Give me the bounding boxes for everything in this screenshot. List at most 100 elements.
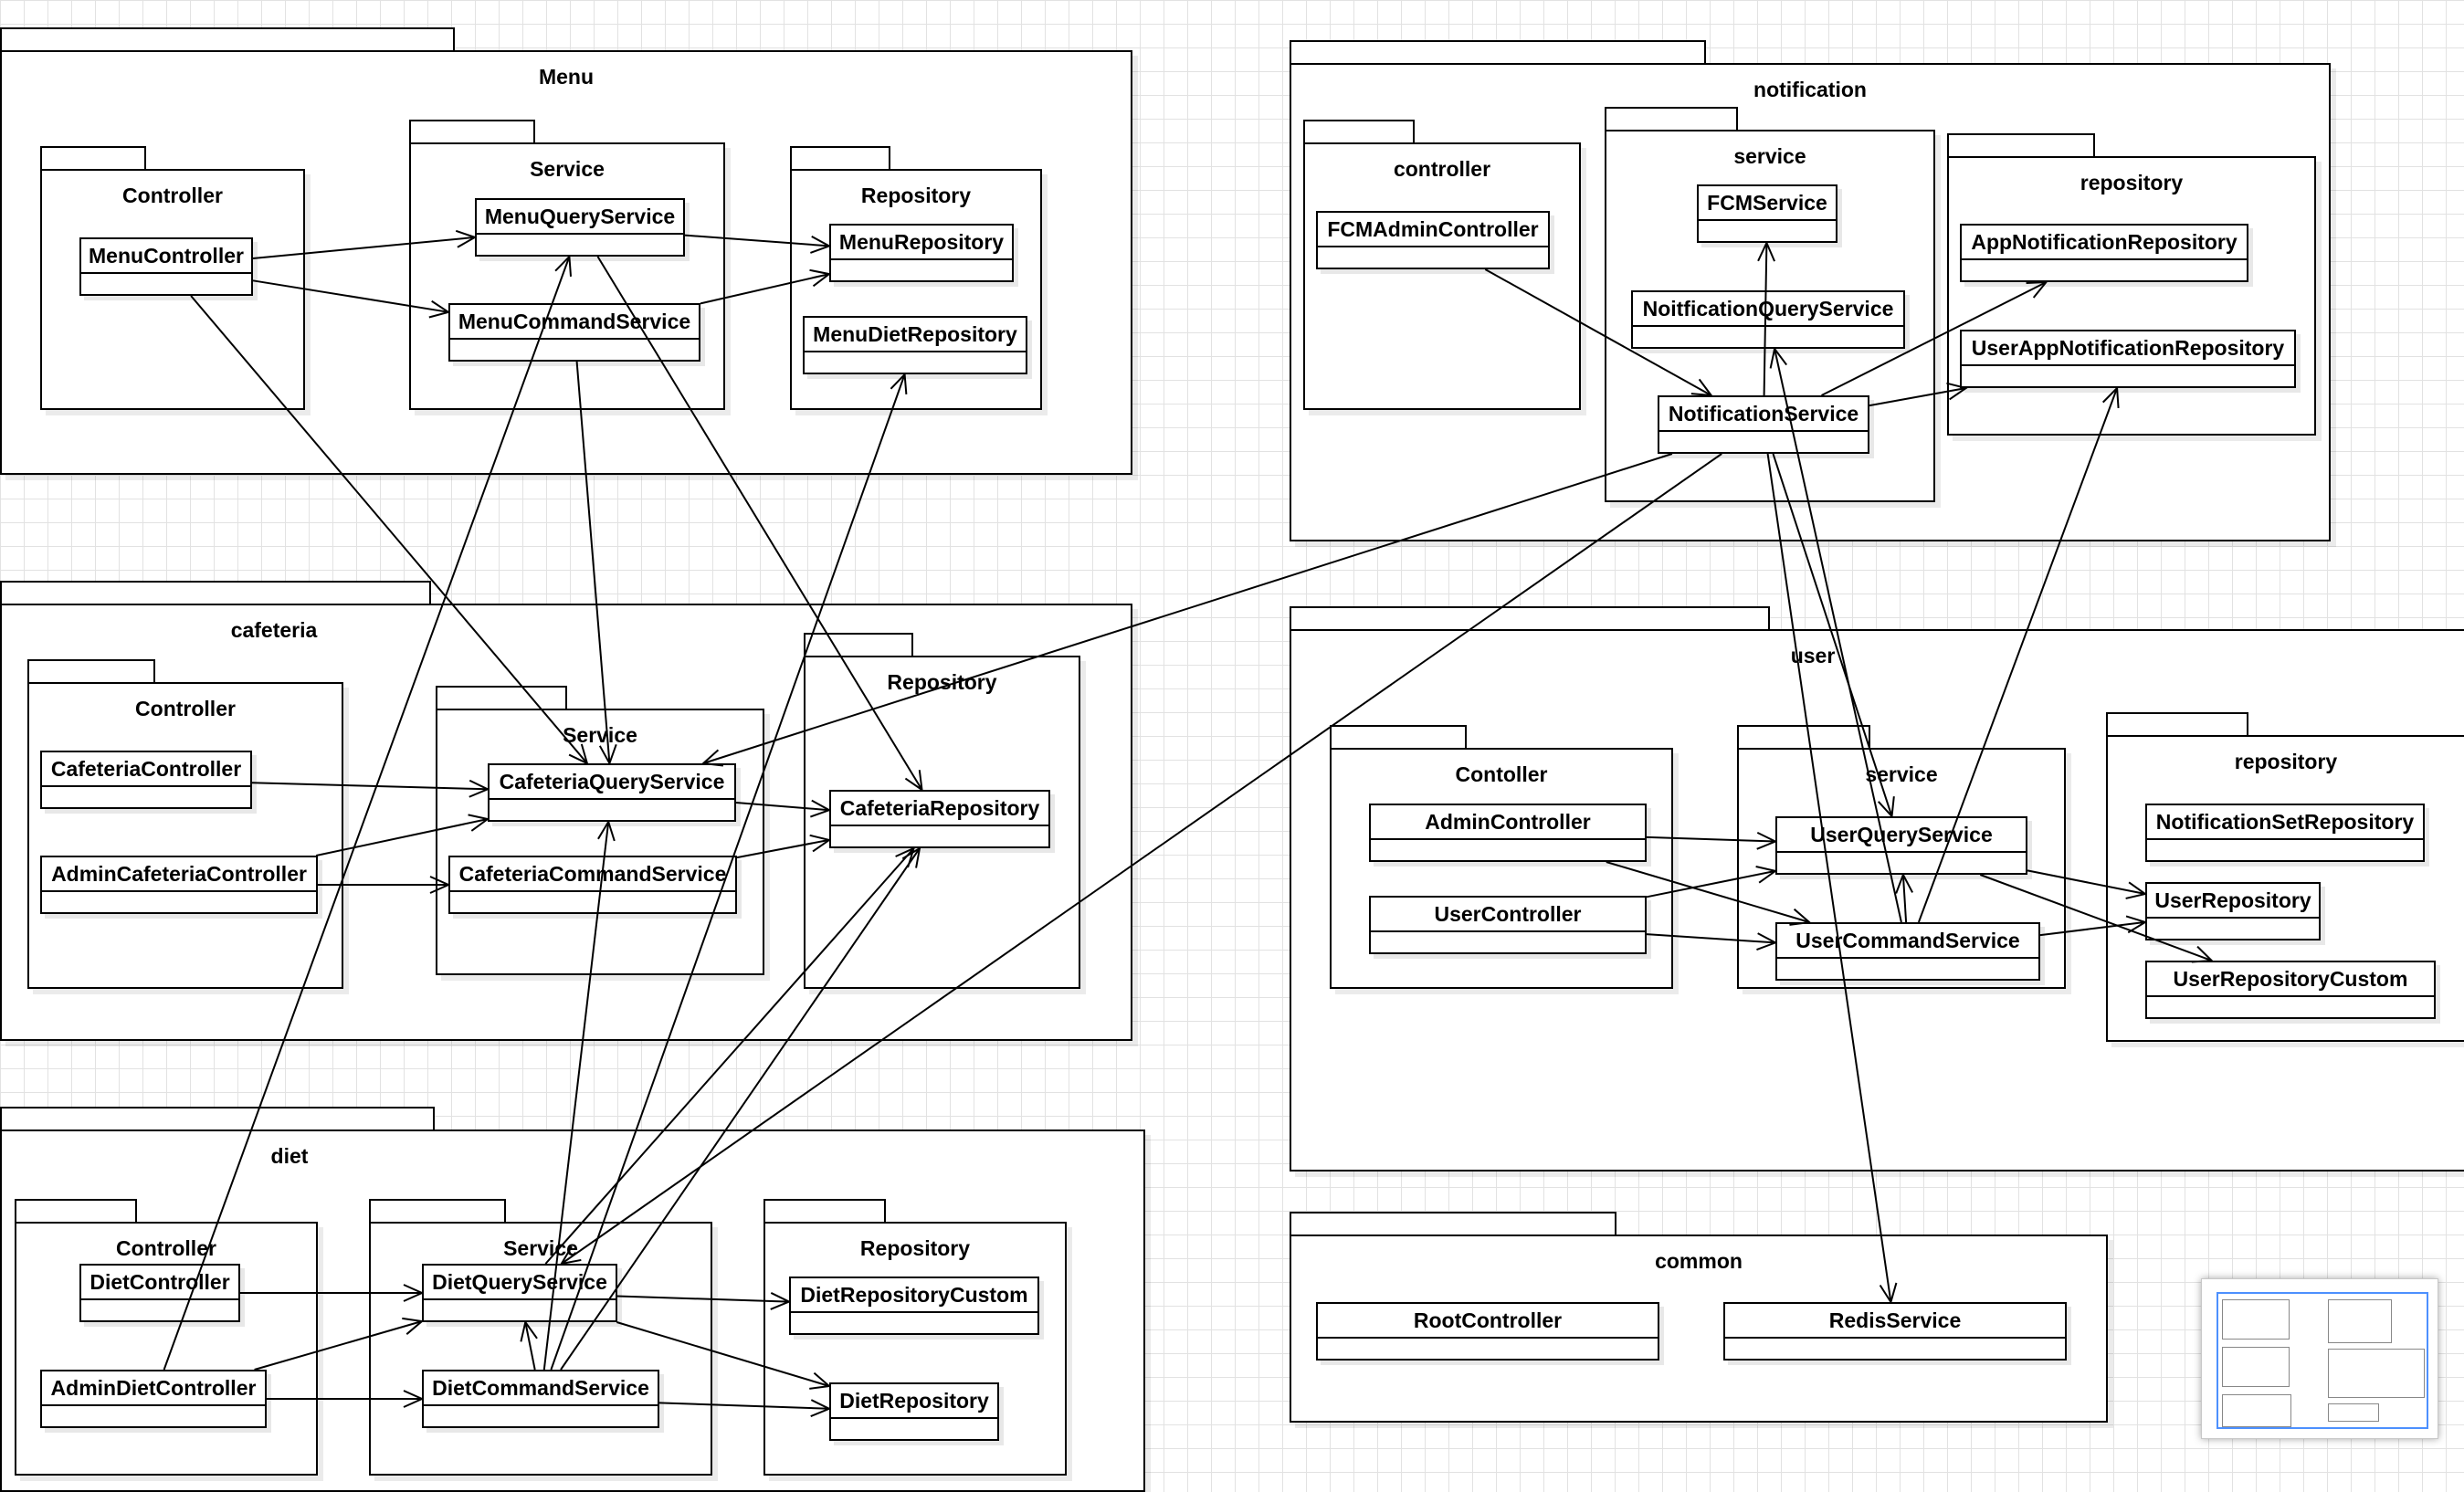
package-title: Controller bbox=[135, 697, 236, 720]
dependency-arrow-0[interactable] bbox=[252, 237, 475, 259]
dependency-arrow-28[interactable] bbox=[1821, 282, 2047, 396]
package-tab bbox=[1330, 725, 1467, 751]
package-tab bbox=[27, 659, 155, 685]
package-tab bbox=[790, 146, 890, 172]
class-admin-cafeteria-controller[interactable]: AdminCafeteriaController bbox=[40, 856, 318, 914]
package-title: Repository bbox=[860, 184, 972, 207]
dependency-arrow-22[interactable] bbox=[560, 848, 920, 1371]
class-menu-query-service[interactable]: MenuQueryService bbox=[475, 198, 685, 257]
class-diet-query-service[interactable]: DietQueryService bbox=[422, 1264, 617, 1322]
class-user-query-service[interactable]: UserQueryService bbox=[1775, 816, 2027, 875]
dependency-arrow-25[interactable] bbox=[703, 453, 1673, 763]
class-diet-repository[interactable]: DietRepository bbox=[829, 1382, 999, 1441]
dependency-arrow-1[interactable] bbox=[252, 279, 448, 312]
package-tab bbox=[436, 686, 567, 711]
minimap-viewport[interactable] bbox=[2217, 1292, 2428, 1429]
package-tab bbox=[0, 1107, 435, 1132]
dependency-arrow-33[interactable] bbox=[1903, 875, 1906, 923]
class-noitfication-query-service[interactable]: NoitficationQueryService bbox=[1631, 290, 1905, 349]
package-tab bbox=[0, 581, 431, 606]
dependency-arrow-3[interactable] bbox=[684, 234, 829, 247]
class-diet-command-service[interactable]: DietCommandService bbox=[422, 1370, 659, 1428]
package-tab bbox=[15, 1199, 137, 1224]
package-body: Service bbox=[436, 709, 764, 975]
class-diet-repository-custom[interactable]: DietRepositoryCustom bbox=[789, 1277, 1039, 1335]
class-notification-set-repository[interactable]: NotificationSetRepository bbox=[2145, 804, 2425, 862]
package-title: controller bbox=[1393, 157, 1491, 181]
dependency-arrow-11[interactable] bbox=[736, 840, 829, 859]
package-title: service bbox=[1865, 762, 1938, 786]
package-tab bbox=[1290, 606, 1770, 632]
dependency-arrow-21[interactable] bbox=[542, 822, 608, 1371]
class-admin-diet-controller[interactable]: AdminDietController bbox=[40, 1370, 267, 1428]
class-menu-diet-repository[interactable]: MenuDietRepository bbox=[803, 316, 1027, 374]
class-menu-repository[interactable]: MenuRepository bbox=[829, 224, 1014, 282]
class-fcm-admin-controller[interactable]: FCMAdminController bbox=[1316, 211, 1550, 269]
class-root-controller[interactable]: RootController bbox=[1316, 1302, 1659, 1361]
dependency-arrow-31[interactable] bbox=[1766, 453, 1891, 1302]
class-user-command-service[interactable]: UserCommandService bbox=[1775, 922, 2040, 981]
class-user-controller[interactable]: UserController bbox=[1369, 896, 1647, 954]
class-cafeteria-query-service[interactable]: CafeteriaQueryService bbox=[488, 763, 736, 822]
package-tab bbox=[1947, 133, 2095, 159]
class-redis-service[interactable]: RedisService bbox=[1723, 1302, 2067, 1361]
dependency-arrow-5[interactable] bbox=[700, 274, 829, 305]
dependency-arrow-32[interactable] bbox=[1774, 349, 1902, 923]
dependency-arrow-17[interactable] bbox=[616, 1321, 829, 1386]
class-menu-controller[interactable]: MenuController bbox=[79, 237, 253, 296]
dependency-arrow-8[interactable] bbox=[315, 819, 488, 856]
package-tab bbox=[0, 27, 455, 53]
dependency-arrow-36[interactable] bbox=[1646, 837, 1775, 842]
class-fcm-service[interactable]: FCMService bbox=[1697, 184, 1837, 243]
class-notification-service[interactable]: NotificationService bbox=[1658, 395, 1869, 454]
class-menu-command-service[interactable]: MenuCommandService bbox=[448, 303, 700, 362]
dependency-arrow-19[interactable] bbox=[525, 1322, 534, 1371]
dependency-arrow-16[interactable] bbox=[616, 1297, 789, 1302]
class-user-repository[interactable]: UserRepository bbox=[2145, 882, 2321, 940]
class-user-app-notification-repository[interactable]: UserAppNotificationRepository bbox=[1960, 330, 2296, 388]
package-title: Repository bbox=[859, 1236, 971, 1260]
class-cafeteria-controller[interactable]: CafeteriaController bbox=[40, 751, 252, 809]
package-tab bbox=[369, 1199, 506, 1224]
dependency-arrow-15[interactable] bbox=[163, 257, 570, 1371]
package-title: Service bbox=[503, 1236, 578, 1260]
dependency-arrow-37[interactable] bbox=[1606, 861, 1809, 922]
dependency-arrow-26[interactable] bbox=[1484, 268, 1711, 395]
dependency-arrow-34[interactable] bbox=[1917, 388, 2117, 923]
dependency-arrow-27[interactable] bbox=[1764, 243, 1767, 396]
dependency-arrow-38[interactable] bbox=[1646, 871, 1775, 898]
dependency-arrow-13[interactable] bbox=[254, 1321, 422, 1371]
dependency-arrow-23[interactable] bbox=[550, 374, 904, 1371]
dependency-arrow-6[interactable] bbox=[575, 361, 610, 763]
package-title: common bbox=[1655, 1249, 1743, 1273]
class-user-repository-custom[interactable]: UserRepositoryCustom bbox=[2145, 961, 2436, 1019]
package-body: controller bbox=[1303, 142, 1581, 410]
dependency-arrow-29[interactable] bbox=[1869, 388, 1966, 407]
package-body: Controller bbox=[15, 1222, 318, 1476]
package-title: Controller bbox=[122, 184, 223, 207]
outline-minimap[interactable] bbox=[2201, 1278, 2438, 1439]
dependency-arrow-41[interactable] bbox=[1979, 874, 2211, 961]
dependency-arrow-39[interactable] bbox=[1646, 934, 1775, 942]
class-app-notification-repository[interactable]: AppNotificationRepository bbox=[1960, 224, 2248, 282]
package-title: service bbox=[1733, 144, 1806, 168]
package-title: Repository bbox=[887, 670, 997, 694]
package-body: Controller bbox=[27, 682, 343, 989]
class-cafeteria-command-service[interactable]: CafeteriaCommandService bbox=[448, 856, 737, 914]
class-admin-controller[interactable]: AdminController bbox=[1369, 804, 1647, 862]
dependency-arrow-18[interactable] bbox=[544, 848, 913, 1265]
dependency-arrow-2[interactable] bbox=[190, 295, 587, 763]
class-cafeteria-repository[interactable]: CafeteriaRepository bbox=[829, 790, 1050, 848]
dependency-arrow-24[interactable] bbox=[562, 453, 1722, 1264]
dependency-arrow-4[interactable] bbox=[596, 256, 922, 790]
dependency-arrow-30[interactable] bbox=[1772, 453, 1892, 816]
package-tab bbox=[40, 146, 146, 172]
class-diet-controller[interactable]: DietController bbox=[79, 1264, 240, 1322]
dependency-arrow-35[interactable] bbox=[2039, 922, 2145, 937]
dependency-arrow-7[interactable] bbox=[251, 783, 488, 789]
dependency-arrow-40[interactable] bbox=[2027, 869, 2145, 894]
dependency-arrow-20[interactable] bbox=[658, 1403, 829, 1408]
package-title: Service bbox=[530, 157, 605, 181]
